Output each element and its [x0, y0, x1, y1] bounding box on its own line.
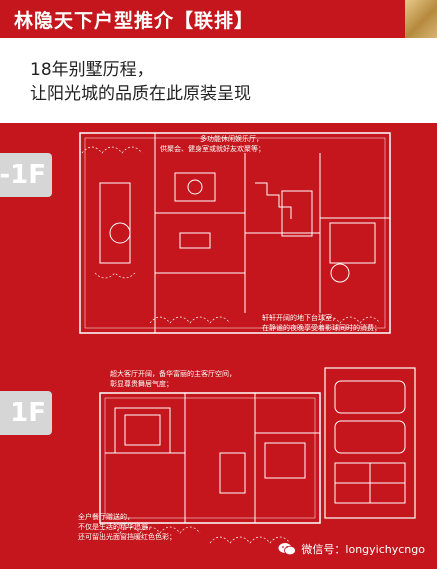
basement-note-1: 多功能休闲娱乐厅，: [200, 135, 263, 143]
basement-note-4: 在静谧的夜晚享受着影球同时的消费；: [262, 324, 381, 332]
ground-note-2: 彰显尊贵舞居气度；: [110, 380, 173, 388]
basement-plan: [79, 132, 391, 334]
watermark-text: 微信号：longyichycngo: [301, 543, 425, 556]
ground-note-4: 不仅是生活的精华追遍，: [78, 523, 155, 531]
floor-label-ground: 1F: [0, 391, 52, 435]
gold-corner-tab: [405, 0, 437, 38]
ground-note-1: 超大客厅开阔，备华富丽的主客厅空间，: [110, 370, 236, 378]
basement-note-3: 轩轩开阔的地下台球室，: [262, 314, 339, 322]
ground-floor-plan: [99, 367, 416, 544]
page-header: 林隐天下户型推介【联排】: [0, 0, 437, 38]
wechat-icon: [278, 543, 297, 556]
tagline-line-2: 让阳光城的品质在此原装呈现: [30, 84, 251, 104]
floor-plan-panel: -1F 1F 多功能休闲娱乐厅， 供聚会、健身室或就好友欢聚等； 轩轩开阔的地下…: [0, 123, 437, 569]
ground-note-5: 还可留出光面窗挡暖红色色彩；: [78, 533, 176, 541]
floor-label-basement: -1F: [0, 153, 52, 197]
ground-note-3: 全户餐厅赠送的，: [78, 513, 134, 521]
wechat-watermark: 微信号：longyichycngo: [278, 541, 425, 557]
tagline: 18年别墅历程， 让阳光城的品质在此原装呈现: [30, 58, 251, 106]
floor-plans-drawing: [79, 132, 416, 544]
basement-note-2: 供聚会、健身室或就好友欢聚等；: [160, 145, 265, 153]
tagline-line-1: 18年别墅历程，: [30, 60, 154, 80]
page-title: 林隐天下户型推介【联排】: [14, 10, 255, 32]
